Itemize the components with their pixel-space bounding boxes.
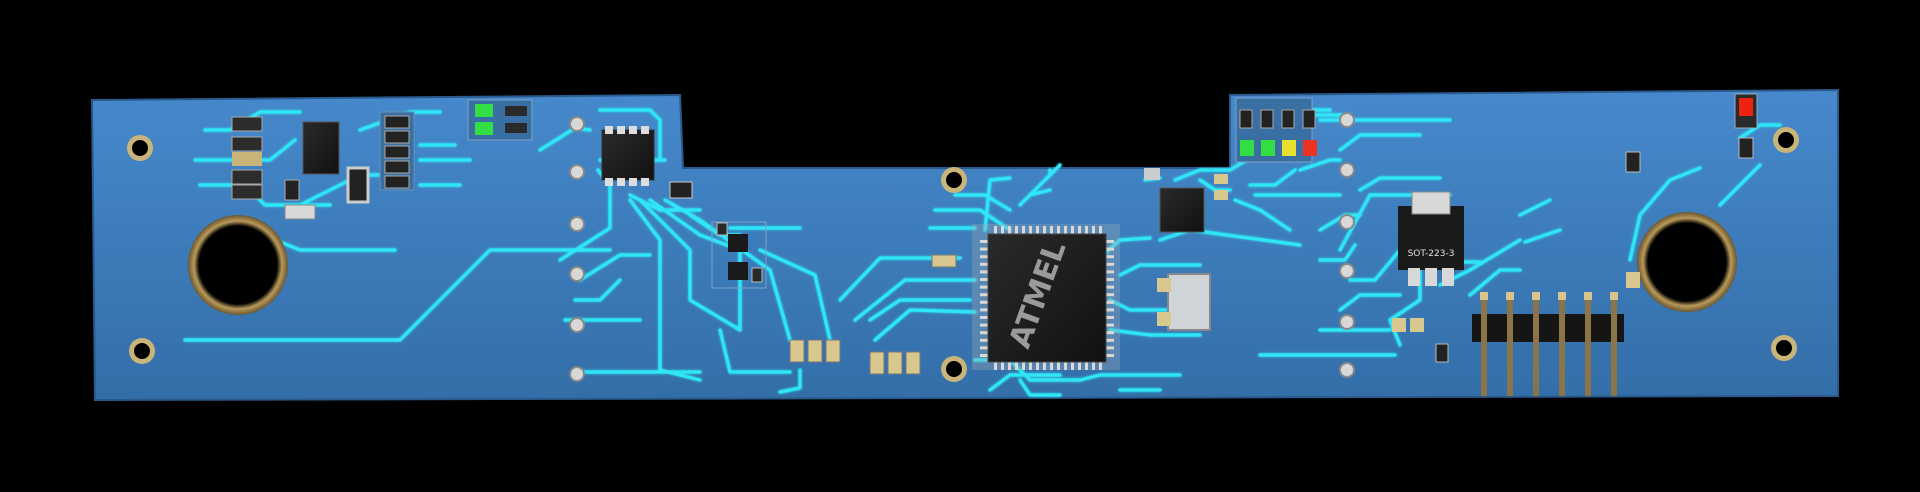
small-cap	[1214, 174, 1228, 184]
capacitor-group	[789, 254, 957, 375]
small-cap	[1214, 190, 1228, 200]
voltage-regulator: SOT-223-3	[1398, 191, 1464, 286]
left-resistor-column	[231, 116, 263, 200]
small-smd	[1625, 151, 1641, 173]
header-pin	[1481, 296, 1487, 396]
pcb-board	[90, 88, 1839, 402]
resistor-array	[379, 111, 415, 191]
small-cap	[1157, 278, 1171, 292]
test-pads	[569, 112, 1355, 382]
small-cap	[1157, 312, 1171, 326]
small-cap	[1144, 168, 1160, 180]
large-hole-right	[1637, 212, 1737, 312]
small-cap	[284, 204, 316, 220]
header-pin	[1611, 296, 1617, 396]
soic-chip-left	[302, 121, 340, 175]
soic8-chip	[601, 126, 655, 186]
header-pin	[1585, 296, 1591, 396]
microcontroller: ATMEL	[972, 224, 1120, 370]
status-led	[1240, 140, 1254, 156]
status-led	[1261, 140, 1275, 156]
small-cap	[1410, 318, 1424, 332]
large-hole-left	[188, 215, 288, 315]
header-pin	[1559, 296, 1565, 396]
qfn-chip	[1159, 187, 1205, 233]
header-pin	[1507, 296, 1513, 396]
regulator-label: SOT-223-3	[1408, 249, 1455, 259]
small-cap	[1392, 318, 1406, 332]
status-led	[1303, 140, 1317, 156]
transistor-group	[711, 221, 767, 289]
corner-led	[1739, 98, 1753, 116]
status-led-row	[1235, 97, 1317, 163]
small-transistor	[284, 179, 300, 201]
power-led	[475, 122, 493, 135]
status-led	[1282, 140, 1296, 156]
small-cap	[1626, 272, 1640, 288]
small-diode	[346, 166, 370, 204]
pin-header	[1472, 292, 1624, 396]
header-pin	[1533, 296, 1539, 396]
small-smd	[1435, 343, 1449, 363]
power-led	[475, 104, 493, 117]
mounting-holes	[127, 127, 1799, 382]
small-smd	[1738, 137, 1754, 159]
crystal	[1167, 273, 1211, 331]
power-led-block	[467, 99, 533, 141]
small-smd	[669, 181, 693, 199]
